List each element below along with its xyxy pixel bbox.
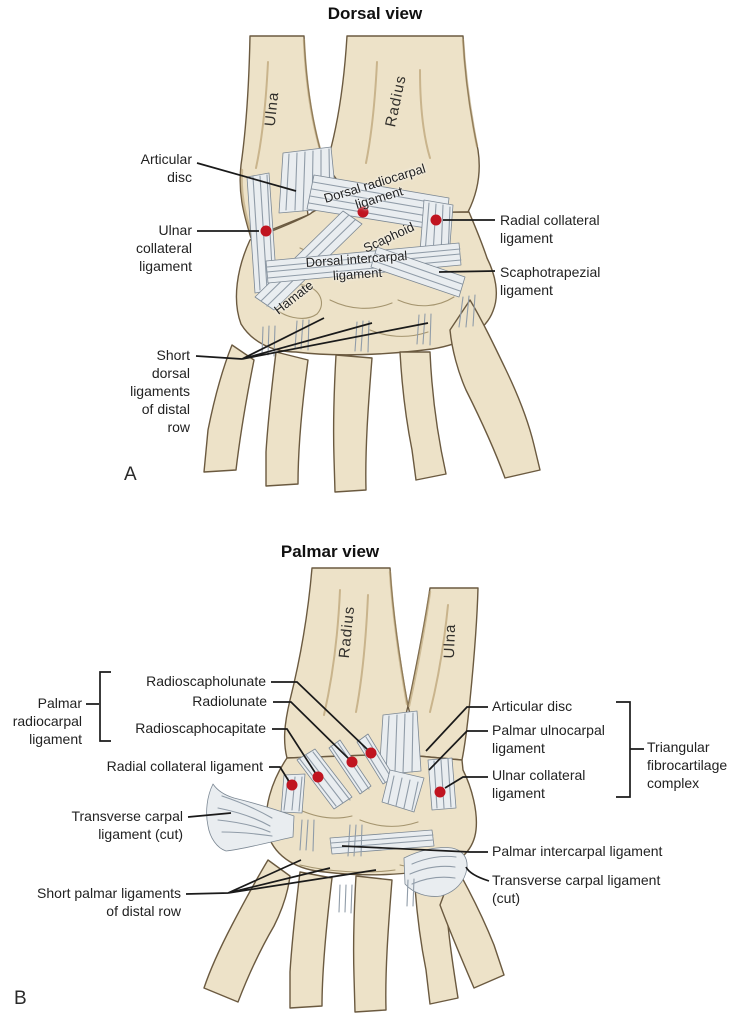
radioscapholunate-label: Radioscapholunate <box>146 673 266 689</box>
ulnar-collateral-leader <box>444 776 488 789</box>
triangular-fibrocartilage-label: Triangular fibrocartilage complex <box>647 739 728 791</box>
articular-disc-leader <box>425 706 488 752</box>
marker-dot <box>260 225 272 237</box>
metacarpal-2 <box>399 351 447 481</box>
palmar-ulnocarpal-label: Palmar ulnocarpal ligament <box>492 722 605 756</box>
scaphotrapezial-leader <box>438 270 496 273</box>
annotation-lines-group <box>195 162 496 360</box>
radiolunate-label: Radiolunate <box>192 693 267 709</box>
marker-dot <box>357 206 369 218</box>
ulna-bone-label: Ulna <box>440 623 460 659</box>
palmar-intercarpal-label: Palmar intercarpal ligament <box>492 843 663 859</box>
transverse-carpal-right-label: Transverse carpal ligament (cut) <box>492 872 661 906</box>
ligament-striations-group <box>206 710 468 914</box>
metacarpal-5 <box>439 864 505 989</box>
radioscaphocapitate-label: Radioscaphocapitate <box>135 720 266 736</box>
short-palmar-ligaments-label: Short palmar ligaments of distal row <box>37 885 181 919</box>
panel-b-letter: B <box>14 988 27 1009</box>
scaphotrapezial-label: Scaphotrapezial ligament <box>500 264 601 298</box>
marker-dot <box>346 756 358 768</box>
radial-collateral-label: Radial collateral ligament <box>500 212 600 246</box>
palmar-wrist-illustration <box>86 567 644 1013</box>
panel-a-title: Dorsal view <box>327 4 423 23</box>
panel-a-letter: A <box>124 464 137 485</box>
ligament-striations-group <box>246 146 476 357</box>
metacarpal-3 <box>352 875 393 1013</box>
marker-dot <box>312 771 324 783</box>
articular-disc-label: Articular disc <box>140 151 192 185</box>
palmar-radiocarpal-bracket <box>86 671 111 742</box>
marker-dot <box>434 786 446 798</box>
short-palmar-leader <box>185 859 377 895</box>
ulna-bone-label: Ulna <box>261 90 283 128</box>
articular-disc-label: Articular disc <box>492 698 573 714</box>
palmar-ulnocarpal-leader <box>428 730 488 771</box>
marker-dot <box>430 214 442 226</box>
metacarpal-3 <box>332 354 373 493</box>
radioscapholunate-leader <box>271 681 369 751</box>
radioscaphocapitate-leader <box>272 728 317 775</box>
transverse-carpal-left-label: Transverse carpal ligament (cut) <box>71 808 183 842</box>
articular-disc-leader <box>196 162 297 192</box>
radial-collateral-leader <box>269 766 291 784</box>
radiolunate-leader <box>273 701 351 761</box>
dorsal-wrist-illustration <box>195 35 541 493</box>
triangular-fibrocartilage-bracket <box>616 701 644 798</box>
ulnar-collateral-label: Ulnar collateral ligament <box>135 222 192 274</box>
metacarpal-2 <box>289 871 333 1009</box>
metacarpal-4 <box>265 351 309 487</box>
palmar-intercarpal-leader <box>341 845 488 853</box>
thumb-metacarpal <box>203 859 291 1003</box>
palmar-radiocarpal-group-label: Palmar radiocarpal ligament <box>12 695 82 747</box>
marker-dot <box>286 779 298 791</box>
short-dorsal-leader <box>195 317 429 360</box>
transverse-carpal-right-leader <box>465 866 490 882</box>
annotation-lines-group <box>86 671 644 895</box>
thumb-metacarpal <box>449 299 541 479</box>
marker-dot <box>365 747 377 759</box>
ulnar-collateral-label: Ulnar collateral ligament <box>492 767 586 801</box>
radial-collateral-label: Radial collateral ligament <box>106 758 263 774</box>
transverse-carpal-left-leader <box>187 812 232 818</box>
metacarpal-5 <box>203 344 255 473</box>
short-dorsal-ligaments-label: Short dorsal ligaments of distal row <box>130 347 190 435</box>
panel-b-title: Palmar view <box>280 542 380 561</box>
